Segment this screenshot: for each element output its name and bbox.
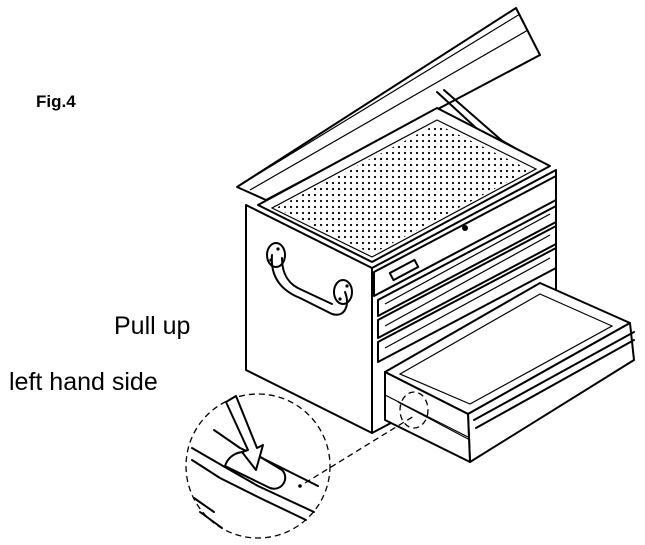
open-drawer	[384, 282, 635, 463]
pegboard-tray	[257, 107, 551, 263]
callout-pull-up: Pull up	[114, 312, 191, 340]
chest-left-side	[245, 204, 373, 434]
chest-lid	[236, 7, 541, 201]
figure-label: Fig.4	[36, 92, 76, 111]
down-arrow-icon	[225, 395, 264, 471]
callout-left-hand-side: left hand side	[9, 368, 158, 396]
